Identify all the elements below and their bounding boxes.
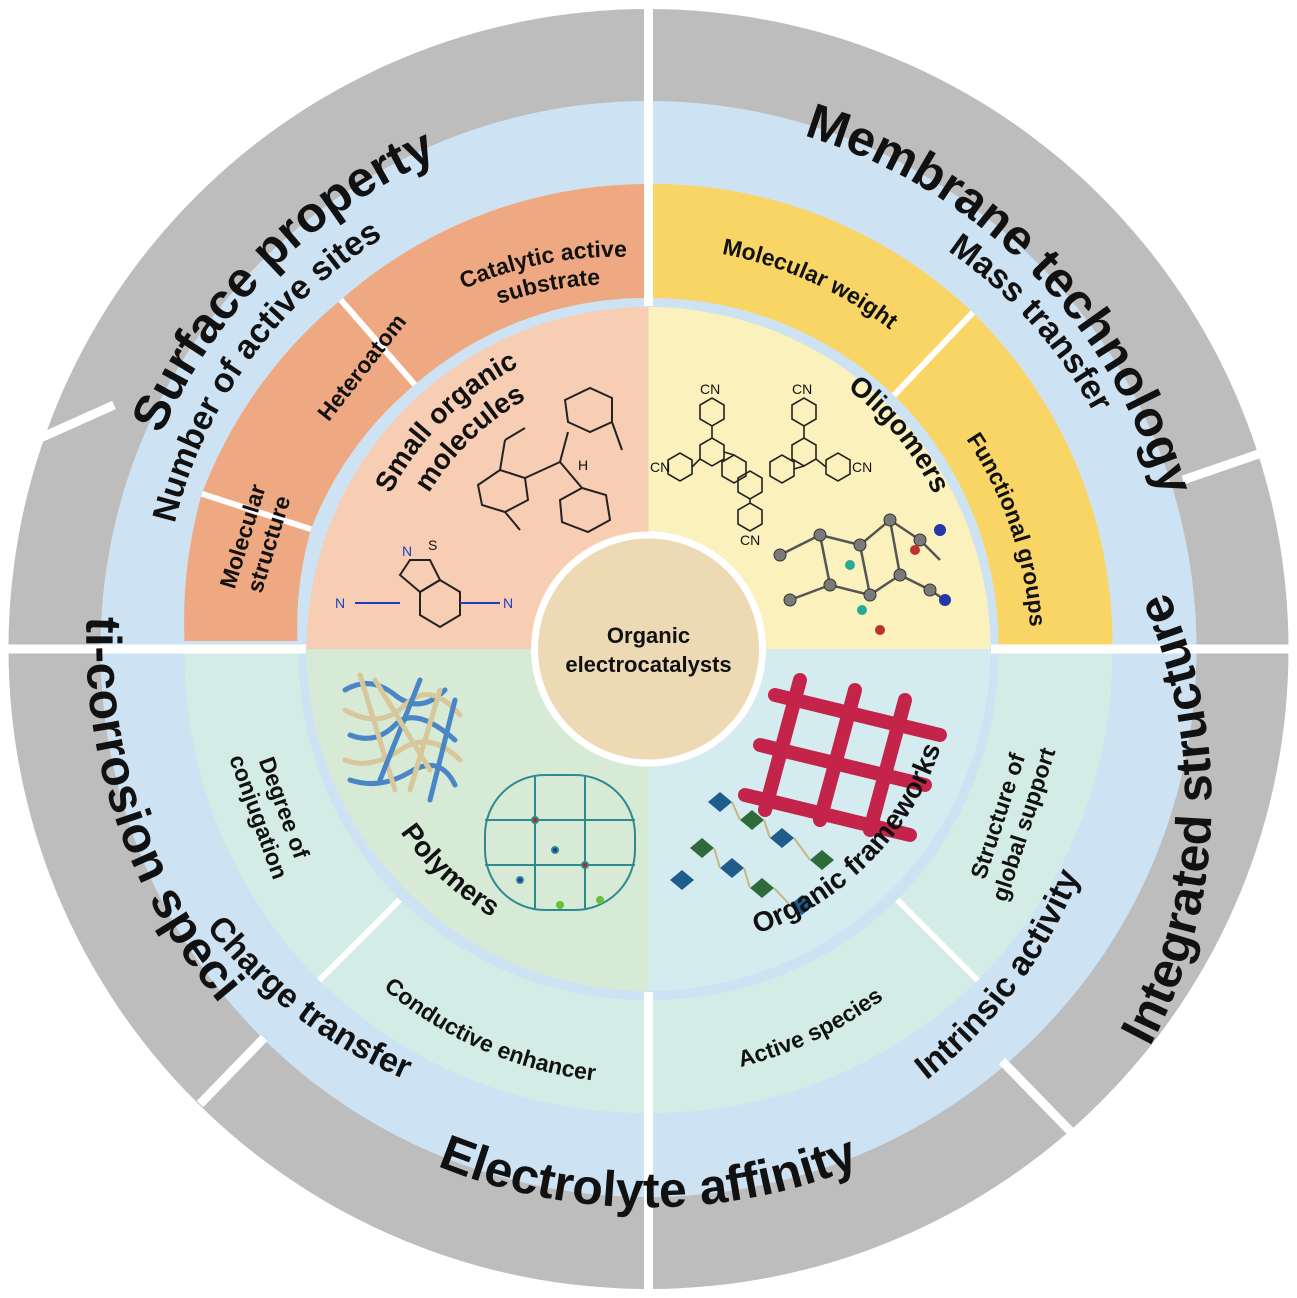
chem-cn-bottom: CN [740,532,760,548]
triazine-oligomer-structure [667,397,851,532]
chem-nitrogen-ring: N [402,543,412,559]
framework-grid-illustration [738,673,947,842]
chem-cn-left: CN [650,459,670,475]
oligomer-crystal-structure [773,513,951,635]
chem-nitrogen-right: N [503,595,513,611]
chem-nitrogen-left: N [335,595,345,611]
segment-degree-of-conjugation [184,653,400,981]
segment-functional-groups [894,312,1113,645]
segment-molecular-structure [184,493,311,641]
chem-hydrogen: H [578,457,588,473]
segment-structure-of-global-support [897,653,1113,981]
segment-catalytic-active-substrate [340,184,647,385]
center-label-line2: electrocatalysts [565,652,731,677]
triarylmethane-structure [476,386,623,534]
framework-chain-illustration [670,792,834,915]
inner-dividers [200,297,980,983]
segment-heteroatom [201,299,415,530]
chem-cn-top-left: CN [700,381,720,397]
quadrant-small-organic-molecules [306,307,649,649]
chem-cn-top-right: CN [792,381,812,397]
polymer-tangle-illustration [342,672,463,803]
benzothiadiazole-structure [355,559,500,629]
chem-cn-right: CN [852,459,872,475]
quadrant-oligomers [648,307,991,649]
center-label-line1: Organic [607,623,690,648]
segment-active-species [650,899,978,1114]
chem-sulfur: S [428,537,437,553]
segment-conductive-enhancer [319,899,647,1114]
segment-molecular-weight [650,183,973,396]
polymer-mesh-illustration [484,774,636,911]
center-circle [531,531,766,767]
